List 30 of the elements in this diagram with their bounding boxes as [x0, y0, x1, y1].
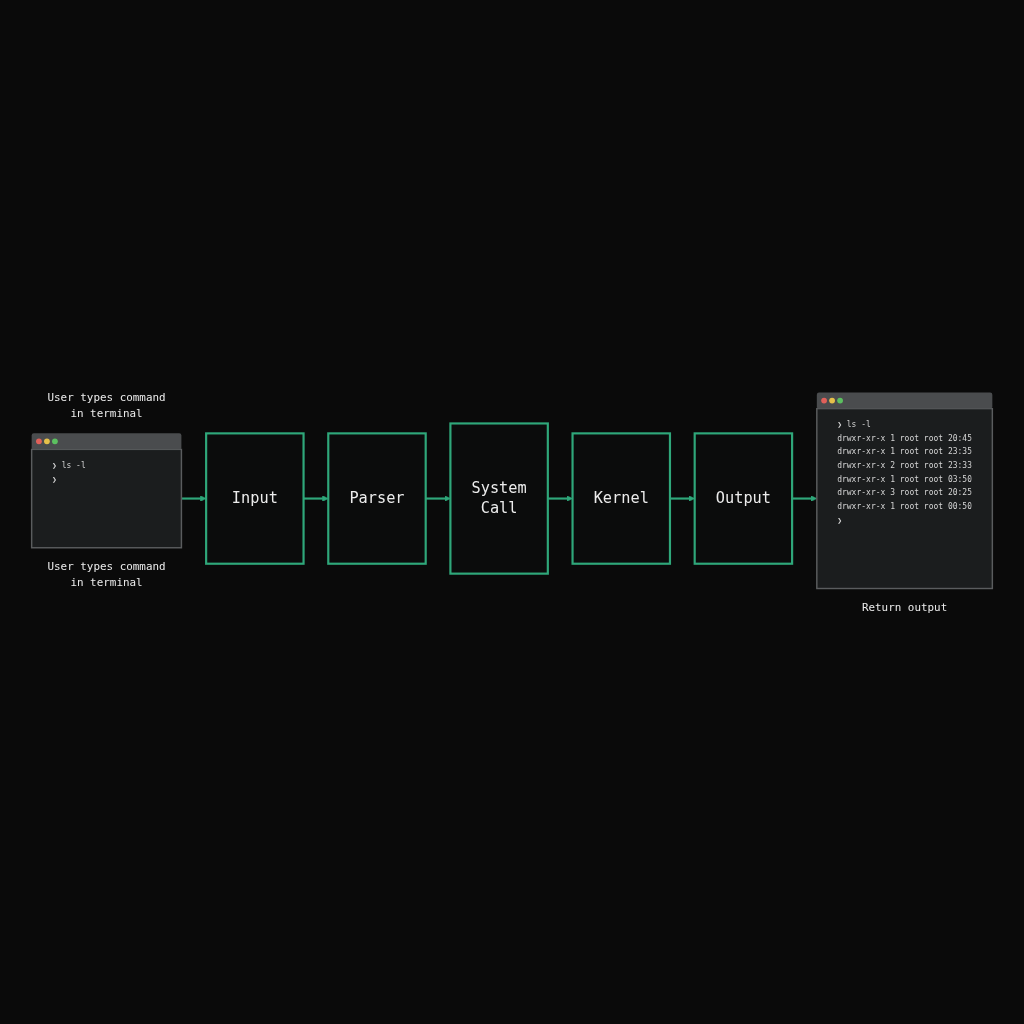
process-box [449, 422, 549, 576]
node-caption: User types command in terminal [47, 390, 166, 420]
process-box [571, 432, 672, 566]
terminal-text: ❯ ls -l ❯ [52, 460, 87, 487]
terminal-text: ❯ ls -l drwxr-xr-x 1 root root 20:45 drwxr-xr-x 1 root root 23:35 drwxr-xr-x 2 root root 23:33 drwxr-xr-x 1 root root 03:50 drwxr-xr-x 3 root root 20:25 drwxr-xr-x 1 root root 00:50 ❯ [837, 419, 972, 528]
box-label: Parser [348, 488, 406, 510]
node-label: ❯ ls -l [837, 420, 871, 431]
node-label: drwxr-xr-x 3 root root 20:25 [837, 488, 972, 498]
arrow [181, 495, 207, 503]
process-box [693, 432, 794, 566]
arrow [669, 495, 695, 503]
box-label: Input [230, 488, 279, 510]
arrow [303, 495, 329, 503]
terminal-window [816, 392, 994, 590]
box-label: Output [715, 488, 772, 510]
node-label: drwxr-xr-x 1 root root 20:45 [837, 434, 972, 444]
node-label: drwxr-xr-x 2 root root 23:33 [837, 461, 972, 471]
node-label: drwxr-xr-x 1 root root 03:50 [837, 474, 972, 485]
arrow [547, 495, 573, 503]
box-label: Kernel [592, 488, 650, 510]
arrow [425, 495, 451, 503]
node-label: drwxr-xr-x 1 root root 23:35 [837, 447, 972, 458]
node-caption: Return output [861, 601, 948, 615]
node-label: ❯ [837, 515, 842, 526]
terminal-window [30, 433, 183, 549]
process-box [327, 432, 427, 566]
box-label: System Call [470, 478, 528, 520]
process-box [205, 432, 305, 566]
node-caption: User types command in terminal [47, 560, 166, 590]
node-label: drwxr-xr-x 1 root root 00:50 [837, 502, 972, 512]
